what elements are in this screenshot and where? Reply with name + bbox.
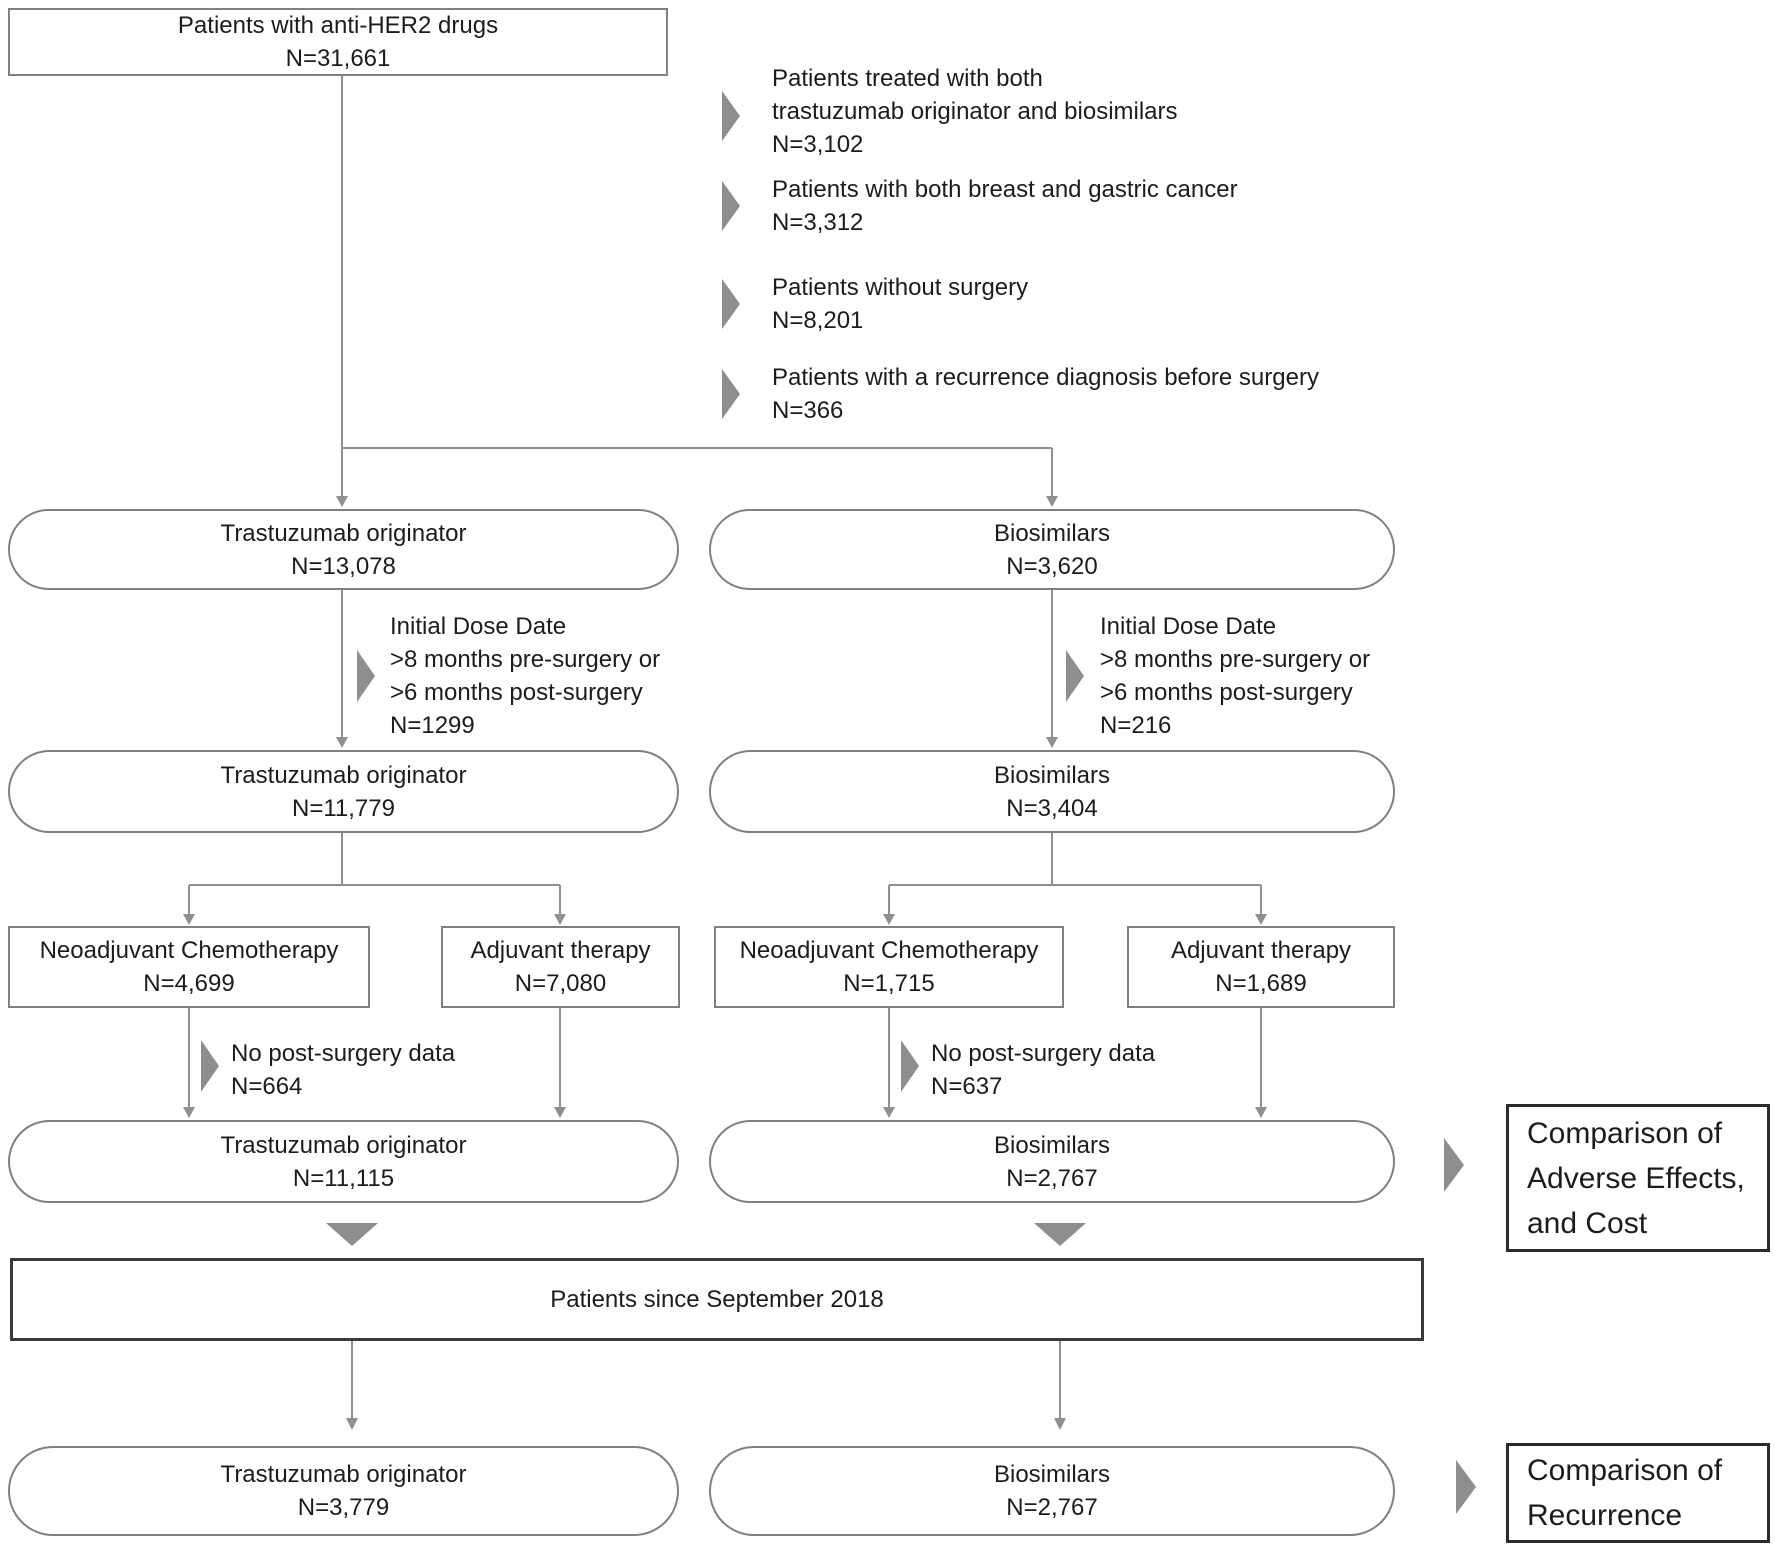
box-label: Adjuvant therapy xyxy=(470,937,651,964)
box-label: Biosimilars xyxy=(993,1461,1110,1488)
outcome-pointer-icon xyxy=(1456,1460,1476,1514)
exclusion-pointer-icon xyxy=(722,279,740,329)
note-pointer-icon xyxy=(1066,650,1084,702)
note-pointer-icon xyxy=(901,1040,919,1092)
box-label: Adjuvant therapy xyxy=(1170,937,1352,964)
outcome-label: Comparison of Recurrence xyxy=(1527,1454,1723,1532)
box-anti-her2-patients: Patients with anti-HER2 drugs N=31,661 xyxy=(8,8,668,76)
arrowhead-down-icon xyxy=(883,914,895,925)
exclusion-note-both-drugs: Patients treated with both trastuzumab o… xyxy=(772,65,1178,158)
exclusion-pointer-icon xyxy=(722,181,740,231)
box-biosimilars-stage1: Biosimilars N=3,620 xyxy=(709,509,1395,590)
box-count: N=3,620 xyxy=(1006,552,1098,580)
box-count: N=31,661 xyxy=(285,45,391,72)
arrowhead-down-icon xyxy=(1255,1107,1267,1118)
box-count: N=2,767 xyxy=(1006,1494,1098,1521)
down-triangle-icon xyxy=(326,1223,378,1246)
box-biosimilars-neoadjuvant: Neoadjuvant Chemotherapy N=1,715 xyxy=(714,926,1064,1008)
box-patients-since-september-2018: Patients since September 2018 xyxy=(10,1258,1424,1341)
exclusion-note-recurrence-before-surgery: Patients with a recurrence diagnosis bef… xyxy=(772,364,1319,424)
box-label: Biosimilars xyxy=(993,519,1110,547)
box-label: Biosimilars xyxy=(993,1131,1110,1159)
arrowhead-down-icon xyxy=(336,496,348,507)
box-count: N=4,699 xyxy=(143,970,235,997)
arrowhead-down-icon xyxy=(883,1107,895,1118)
box-label: Neoadjuvant Chemotherapy xyxy=(39,937,339,964)
box-count: N=11,779 xyxy=(292,794,395,822)
box-count: N=1,689 xyxy=(1215,970,1307,997)
outcome-label: Comparison of Adverse Effects, and Cost xyxy=(1527,1116,1745,1240)
post-surgery-note-biosimilars: No post-surgery data N=637 xyxy=(931,1040,1156,1100)
post-surgery-note-originator: No post-surgery data N=664 xyxy=(231,1040,456,1100)
box-label: Trastuzumab originator xyxy=(220,1461,467,1488)
box-count: N=3,404 xyxy=(1006,794,1098,822)
box-label: Patients with anti-HER2 drugs xyxy=(177,12,499,39)
arrowhead-down-icon xyxy=(1255,914,1267,925)
exclusion-note-no-surgery: Patients without surgery N=8,201 xyxy=(772,274,1029,334)
outcome-pointer-icon xyxy=(1444,1138,1464,1192)
arrowhead-down-icon xyxy=(346,1418,358,1430)
dose-date-note-biosimilars: Initial Dose Date >8 months pre-surgery … xyxy=(1100,613,1371,739)
box-comparison-recurrence: Comparison of Recurrence xyxy=(1506,1443,1770,1543)
box-originator-adjuvant: Adjuvant therapy N=7,080 xyxy=(441,926,680,1008)
box-label: Patients since September 2018 xyxy=(550,1286,884,1313)
arrowhead-down-icon xyxy=(183,1107,195,1118)
box-count: N=3,779 xyxy=(297,1494,390,1521)
box-comparison-adverse-effects: Comparison of Adverse Effects, and Cost xyxy=(1506,1104,1770,1252)
arrowhead-down-icon xyxy=(1046,496,1058,507)
note-pointer-icon xyxy=(201,1040,219,1092)
box-count: N=2,767 xyxy=(1006,1164,1098,1192)
arrowhead-down-icon xyxy=(554,1107,566,1118)
arrowhead-down-icon xyxy=(336,737,348,748)
box-label: Trastuzumab originator xyxy=(220,519,467,547)
arrowhead-down-icon xyxy=(1054,1418,1066,1430)
box-label: Biosimilars xyxy=(993,761,1110,789)
box-biosimilars-adjuvant: Adjuvant therapy N=1,689 xyxy=(1127,926,1395,1008)
exclusion-pointer-icon xyxy=(722,369,740,419)
dose-date-note-originator: Initial Dose Date >8 months pre-surgery … xyxy=(390,613,661,739)
box-label: Trastuzumab originator xyxy=(220,761,467,789)
box-originator-neoadjuvant: Neoadjuvant Chemotherapy N=4,699 xyxy=(8,926,370,1008)
box-originator-stage2: Trastuzumab originator N=11,779 xyxy=(8,750,679,833)
box-biosimilars-stage3: Biosimilars N=2,767 xyxy=(709,1120,1395,1203)
box-label: Neoadjuvant Chemotherapy xyxy=(739,937,1039,964)
exclusion-note-breast-gastric: Patients with both breast and gastric ca… xyxy=(772,176,1238,236)
box-count: N=11,115 xyxy=(292,1164,395,1192)
down-triangle-icon xyxy=(1034,1223,1086,1246)
arrowhead-down-icon xyxy=(183,914,195,925)
exclusion-pointer-icon xyxy=(722,91,740,141)
note-pointer-icon xyxy=(357,650,375,702)
box-originator-stage1: Trastuzumab originator N=13,078 xyxy=(8,509,679,590)
box-originator-stage3: Trastuzumab originator N=11,115 xyxy=(8,1120,679,1203)
box-biosimilars-stage2: Biosimilars N=3,404 xyxy=(709,750,1395,833)
box-originator-final: Trastuzumab originator N=3,779 xyxy=(8,1446,679,1536)
arrowhead-down-icon xyxy=(1046,737,1058,748)
box-count: N=13,078 xyxy=(291,552,396,580)
arrowhead-down-icon xyxy=(554,914,566,925)
box-count: N=1,715 xyxy=(843,970,935,997)
box-label: Trastuzumab originator xyxy=(220,1131,467,1159)
box-biosimilars-final: Biosimilars N=2,767 xyxy=(709,1446,1395,1536)
box-count: N=7,080 xyxy=(514,970,607,997)
